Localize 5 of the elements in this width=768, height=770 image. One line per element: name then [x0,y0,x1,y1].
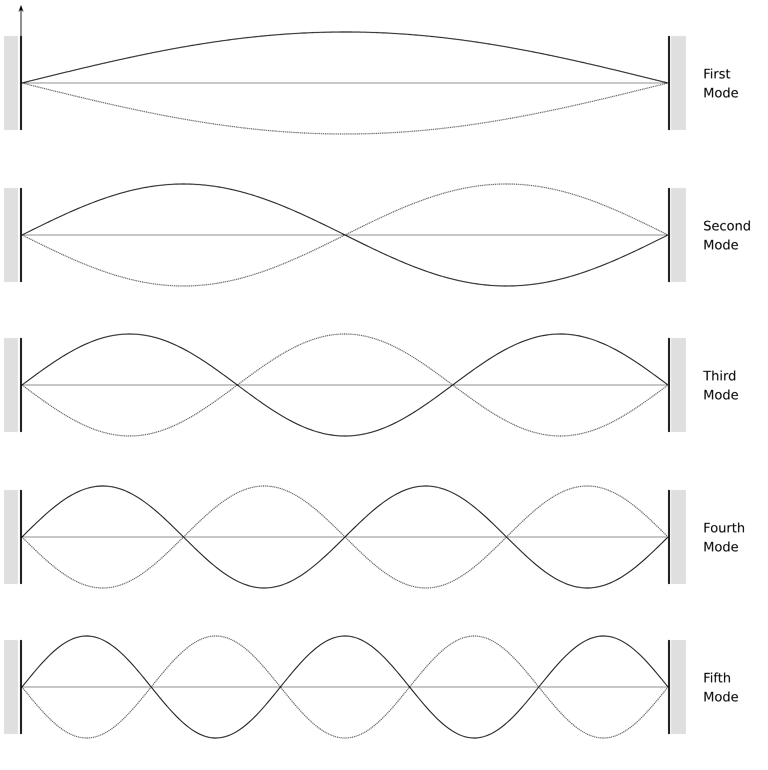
mode-label: Fifth Mode [704,672,738,702]
mode-label: First Mode [704,68,738,98]
mode-label: Second Mode [704,220,750,250]
mode-label: Third Mode [703,370,738,400]
mode-label: Fourth Mode [704,522,744,552]
